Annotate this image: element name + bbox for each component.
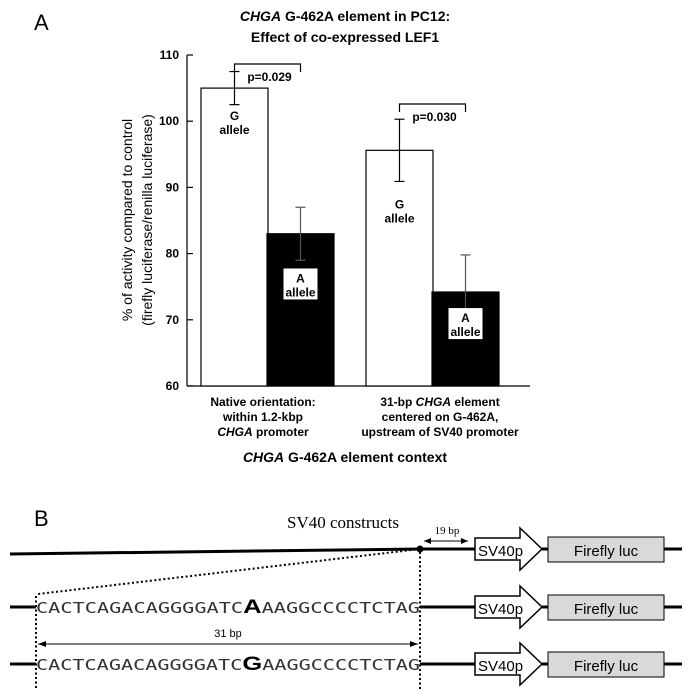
bar-g-allele: [200, 87, 269, 387]
x-axis-label-text: G-462A element context: [284, 449, 447, 465]
p-value-label: p=0.029: [247, 70, 292, 84]
y-tick-label: 80: [166, 247, 180, 261]
firefly-luc-box: [547, 651, 665, 678]
y-tick-label: 100: [159, 114, 179, 128]
x-group-label-native: Native orientation: within 1.2-kbp CHGA …: [210, 395, 315, 439]
firefly-luc-label: Firefly luc: [574, 601, 639, 618]
x-group-label-sv40: 31-bp CHGA element centered on G-462A, u…: [361, 395, 519, 439]
sv40-promoter-arrow: [474, 526, 544, 572]
firefly-luc-box: [547, 594, 665, 621]
y-tick-label: 70: [166, 313, 180, 327]
length-label: 31 bp: [214, 628, 242, 640]
x-group-1-gene: CHGA: [217, 425, 252, 439]
bar-allele-word: allele: [450, 325, 480, 339]
x-axis-label: CHGA G-462A element context: [243, 449, 447, 465]
row1-backbone-line: [9, 547, 421, 556]
allele-g-base: G: [242, 654, 262, 675]
bar-allele-word: allele: [285, 285, 315, 299]
bar-allele-letter: A: [461, 311, 470, 325]
x-group-2-line1: 31-bp CHGA element: [380, 395, 499, 409]
spacer-label: 19 bp: [435, 525, 460, 537]
bar-allele-letter: G: [230, 109, 239, 123]
x-group-2-line2: centered on G-462A,: [382, 410, 499, 424]
y-tick-label: 110: [160, 48, 180, 62]
expansion-dotted-line: [37, 548, 421, 595]
x-group-2-gene: CHGA: [416, 395, 451, 409]
sv40-promoter-label: SV40p: [478, 658, 523, 675]
x-group-2-line1-pre: 31-bp: [380, 395, 415, 409]
chart-title-line2: Effect of co-expressed LEF1: [251, 29, 439, 45]
p-value-bracket: [233, 63, 302, 72]
x-group-1-line2: within 1.2-kbp: [222, 410, 303, 424]
bars: GalleleAallelep=0.029GalleleAallelep=0.0…: [200, 63, 500, 387]
x-group-2-line1-post: element: [451, 395, 500, 409]
firefly-luc-label: Firefly luc: [574, 658, 639, 675]
sequence-g-post: AAGGCCCCTCTAG: [262, 656, 420, 674]
allele-label-background: [448, 308, 483, 340]
chart: CHGA G-462A element in PC12: Effect of c…: [119, 8, 530, 465]
panel-label-a: A: [34, 10, 49, 35]
chart-title-text: G-462A element in PC12:: [281, 8, 450, 24]
panel-label-b: B: [34, 506, 49, 531]
diagram-title: SV40 constructs: [287, 513, 399, 532]
y-tick-label: 60: [166, 379, 180, 393]
y-axis-label-line2: (firefly luciferase/renilla luciferase): [139, 114, 155, 326]
spacer-arrow-head-right: [461, 538, 468, 544]
chart-title-gene: CHGA: [240, 8, 281, 24]
bar-allele-letter: G: [395, 197, 404, 211]
bar-allele-word: allele: [219, 123, 249, 137]
sv40-promoter-arrow: [474, 641, 544, 687]
sequence-a-post: AAGGCCCCTCTAG: [262, 599, 420, 617]
sv40-promoter-arrow: [474, 584, 544, 630]
x-group-2-line3: upstream of SV40 promoter: [361, 425, 519, 439]
p-value-bracket: [398, 103, 467, 112]
firefly-luc-label: Firefly luc: [574, 543, 639, 560]
bar-g-allele: [365, 149, 434, 387]
length-arrow-head-right: [410, 641, 418, 647]
allele-a-base: A: [243, 597, 262, 618]
x-group-1-line1: Native orientation:: [210, 395, 315, 409]
y-tick-label: 90: [166, 180, 180, 194]
sequence-a-pre: CACTCAGACAGGGGATC: [36, 599, 243, 617]
sequence-g-pre: CACTCAGACAGGGGATC: [36, 656, 242, 674]
bar-allele-word: allele: [384, 211, 414, 225]
y-axis-label-line1: % of activity compared to control: [119, 119, 135, 321]
x-axis-label-gene: CHGA: [243, 449, 284, 465]
x-group-1-line3: CHGA promoter: [217, 425, 309, 439]
sv40-promoter-label: SV40p: [478, 543, 523, 560]
y-ticks: 60 70 80 90 100 110: [159, 48, 193, 393]
p-value-label: p=0.030: [412, 110, 457, 124]
bar-allele-letter: A: [296, 271, 305, 285]
length-arrow-head-left: [38, 641, 46, 647]
chart-title-line1: CHGA G-462A element in PC12:: [240, 8, 450, 24]
sv40-promoter-label: SV40p: [478, 601, 523, 618]
allele-label-background: [283, 268, 318, 300]
spacer-arrow-head-left: [424, 538, 431, 544]
x-group-1-line3-text: promoter: [253, 425, 309, 439]
